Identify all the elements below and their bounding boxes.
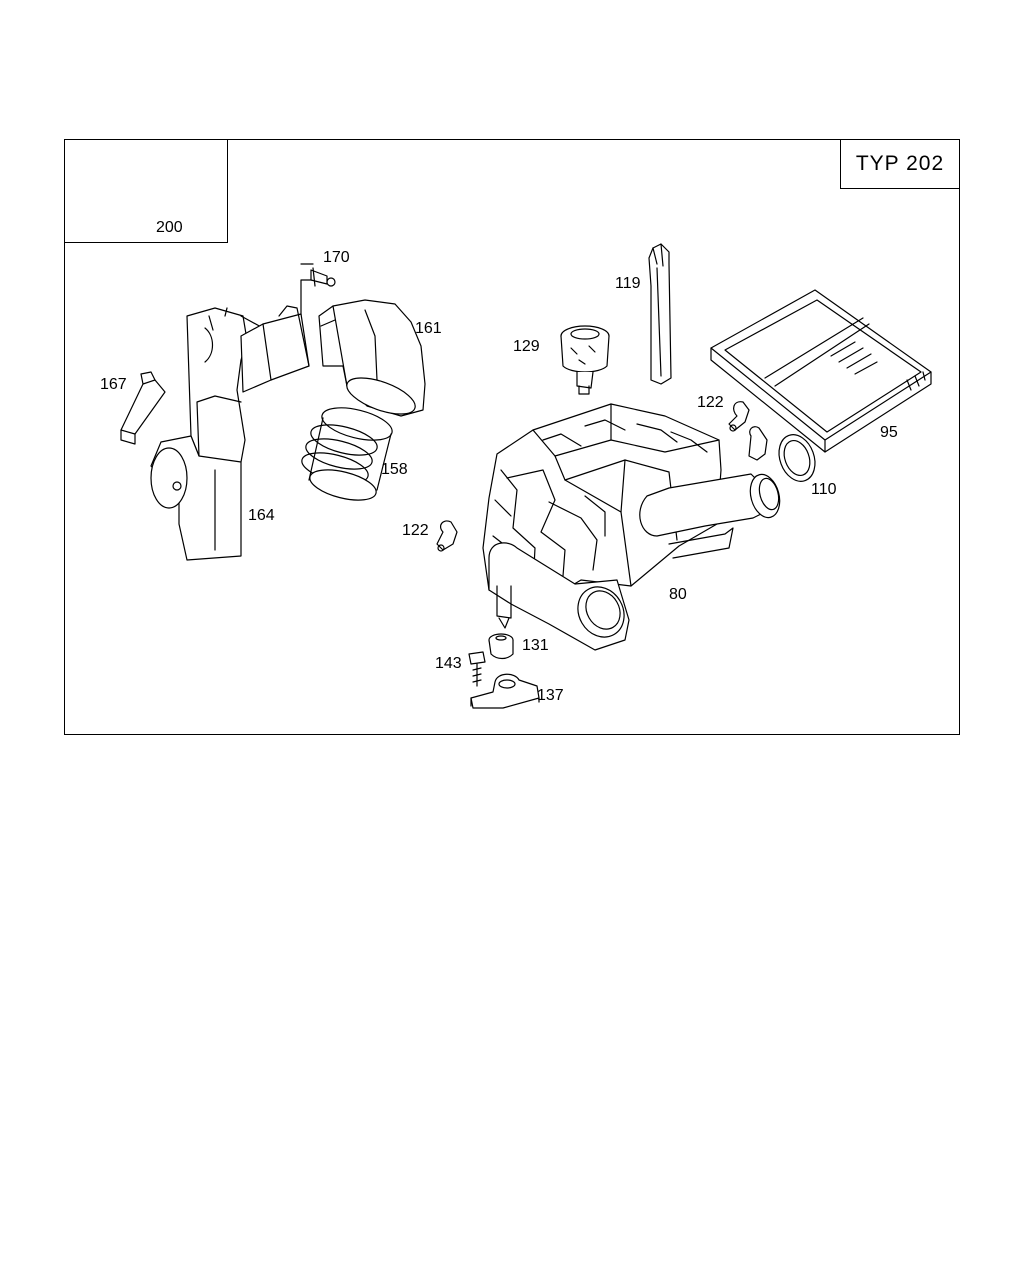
callout-122-lower: 122: [402, 522, 429, 539]
callout-161: 161: [415, 320, 442, 337]
callout-143: 143: [435, 655, 462, 672]
part-167-drawing: [120, 371, 166, 445]
callout-200: 200: [156, 219, 183, 236]
callout-119: 119: [615, 275, 641, 292]
callout-95: 95: [880, 424, 898, 441]
type-label: TYP 202: [840, 140, 959, 189]
callout-80: 80: [669, 586, 687, 603]
callout-137: 137: [537, 687, 564, 704]
part-80-drawing: [482, 403, 781, 651]
part-143-drawing: [468, 651, 486, 687]
callout-158: 158: [381, 461, 408, 478]
callout-122-upper: 122: [697, 394, 724, 411]
part-110-drawing: [778, 434, 816, 482]
part-122b-drawing: [436, 520, 458, 552]
part-119-drawing: [648, 243, 672, 385]
parts-drawing: [94, 155, 932, 709]
callout-164: 164: [248, 507, 275, 524]
callout-170: 170: [323, 249, 350, 266]
part-161-drawing: [318, 299, 426, 417]
part-95-drawing: [710, 289, 932, 453]
part-129-drawing: [560, 325, 610, 395]
part-137-drawing: [470, 673, 540, 709]
part-158-drawing: [301, 407, 393, 501]
part-122a-drawing: [728, 401, 768, 461]
callout-131: 131: [522, 637, 549, 654]
callout-110: 110: [811, 481, 837, 498]
diagram-frame: TYP 202 200 170 161 167 158 164 119 129 …: [64, 139, 960, 735]
callout-129: 129: [513, 338, 540, 355]
inset-box: [65, 140, 228, 243]
callout-167: 167: [100, 376, 127, 393]
part-131-drawing: [488, 633, 514, 660]
part-164-drawing: [150, 305, 310, 561]
